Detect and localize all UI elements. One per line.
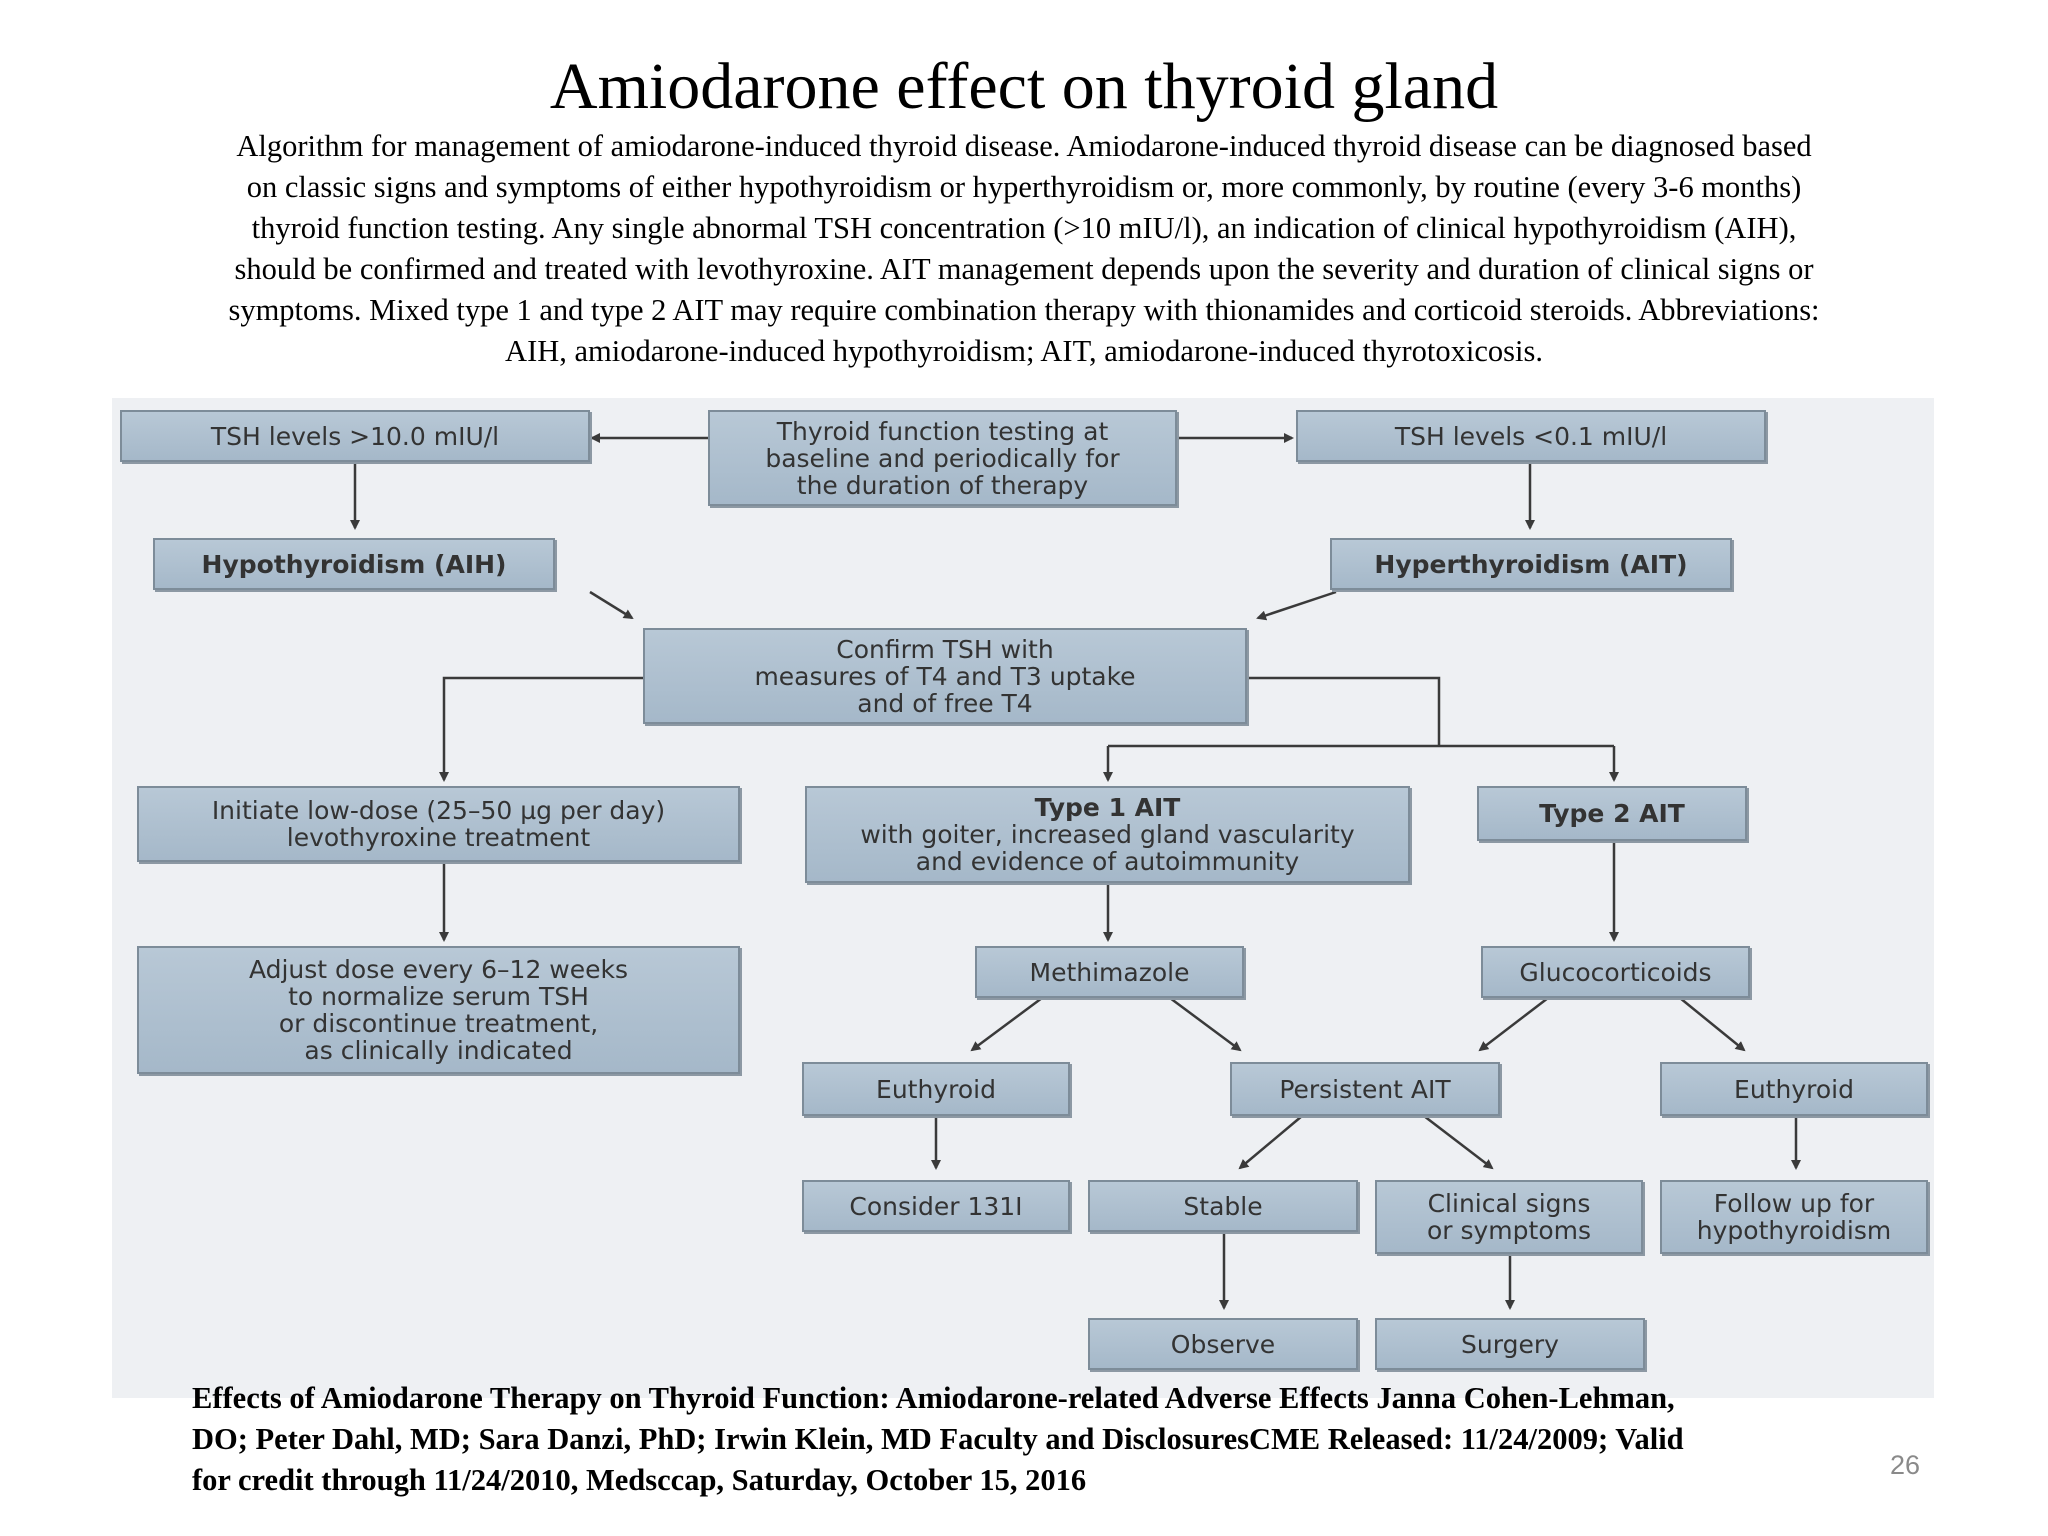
euthyroid-left-box: Euthyroid: [802, 1062, 1070, 1116]
box-text: Confirm TSH with: [836, 634, 1054, 664]
box-text: Euthyroid: [876, 1074, 996, 1104]
citation-footer: Effects of Amiodarone Therapy on Thyroid…: [192, 1378, 1892, 1501]
adjust-dose-box: Adjust dose every 6–12 weeks to normaliz…: [137, 946, 740, 1074]
box-text: TSH levels <0.1 mIU/l: [1394, 421, 1668, 451]
box-text: Hypothyroidism (AIH): [201, 549, 507, 579]
box-text: Adjust dose every 6–12 weeks: [248, 955, 629, 984]
box-text: or symptoms: [1426, 1216, 1592, 1245]
arrow-methimazole-to-euthyroid: [970, 996, 1043, 1052]
box-text: to normalize serum TSH: [288, 982, 589, 1011]
figure-caption: Algorithm for management of amiodarone-i…: [120, 126, 1928, 372]
box-text: Persistent AIT: [1279, 1074, 1451, 1104]
type1-ait-box: Type 1 AIT with goiter, increased gland …: [805, 786, 1410, 883]
box-text: and of free T4: [857, 688, 1033, 718]
box-text: hypothyroidism: [1696, 1216, 1892, 1245]
box-text: as clinically indicated: [304, 1036, 573, 1065]
hypothyroidism-box: Hypothyroidism (AIH): [153, 538, 555, 590]
box-text: Euthyroid: [1734, 1074, 1854, 1104]
caption-line: symptoms. Mixed type 1 and type 2 AIT ma…: [228, 293, 1820, 327]
box-text: Methimazole: [1029, 957, 1190, 987]
type2-ait-box: Type 2 AIT: [1477, 786, 1747, 841]
confirm-tsh-box: Confirm TSH with measures of T4 and T3 u…: [643, 628, 1247, 724]
caption-line: on classic signs and symptoms of either …: [246, 170, 1802, 204]
citation-line: DO; Peter Dahl, MD; Sara Danzi, PhD; Irw…: [192, 1422, 1684, 1456]
slide-title: Amiodarone effect on thyroid gland: [549, 50, 1499, 123]
arrow-gluco-to-persistent: [1478, 997, 1549, 1052]
persistent-ait-box: Persistent AIT: [1230, 1062, 1500, 1116]
thyroid-testing-box: Thyroid function testing at baseline and…: [708, 410, 1177, 506]
caption-line: thyroid function testing. Any single abn…: [251, 211, 1797, 245]
tsh-high-box: TSH levels >10.0 mIU/l: [120, 410, 590, 462]
citation-line: Effects of Amiodarone Therapy on Thyroid…: [192, 1381, 1675, 1415]
initiate-levothyroxine-box: Initiate low-dose (25–50 µg per day) lev…: [137, 786, 740, 862]
consider-iodine-box: Consider 131I: [802, 1180, 1070, 1232]
glucocorticoids-box: Glucocorticoids: [1481, 946, 1750, 998]
caption-line: AIH, amiodarone-induced hypothyroidism; …: [505, 334, 1543, 368]
box-text: Thyroid function testing at: [776, 416, 1109, 446]
box-text: levothyroxine treatment: [286, 823, 591, 852]
box-text: Observe: [1170, 1329, 1276, 1359]
stable-box: Stable: [1088, 1180, 1358, 1232]
box-text: measures of T4 and T3 uptake: [754, 661, 1136, 691]
page-number: 26: [1890, 1450, 1921, 1480]
follow-up-box: Follow up for hypothyroidism: [1660, 1180, 1928, 1254]
box-text: Stable: [1183, 1191, 1263, 1221]
citation-line: for credit through 11/24/2010, Medsccap,…: [192, 1463, 1087, 1497]
tsh-low-box: TSH levels <0.1 mIU/l: [1296, 410, 1766, 462]
box-text: TSH levels >10.0 mIU/l: [210, 421, 500, 451]
arrow-confirm-to-initiate: [439, 676, 643, 782]
euthyroid-right-box: Euthyroid: [1660, 1062, 1928, 1116]
arrow-hypo-to-confirm: [589, 590, 634, 620]
box-text: Type 2 AIT: [1539, 799, 1685, 828]
box-text: Hyperthyroidism (AIT): [1374, 549, 1688, 579]
caption-line: Algorithm for management of amiodarone-i…: [236, 129, 1812, 163]
surgery-box: Surgery: [1375, 1318, 1645, 1370]
box-text: Initiate low-dose (25–50 µg per day): [211, 796, 666, 825]
arrow-persistent-to-stable: [1238, 1115, 1303, 1170]
box-text: and evidence of autoimmunity: [915, 847, 1300, 876]
box-text: baseline and periodically for: [765, 443, 1120, 473]
arrow-hyper-to-confirm: [1256, 590, 1337, 621]
methimazole-box: Methimazole: [975, 946, 1244, 998]
box-text: or discontinue treatment,: [278, 1009, 599, 1038]
hyperthyroidism-box: Hyperthyroidism (AIT): [1330, 538, 1732, 590]
box-text: the duration of therapy: [796, 470, 1089, 500]
caption-line: should be confirmed and treated with lev…: [234, 252, 1814, 286]
arrow-gluco-to-euthyroid: [1679, 997, 1746, 1052]
box-text: Clinical signs: [1427, 1189, 1591, 1218]
box-text: Glucocorticoids: [1519, 957, 1712, 987]
connector-confirm-right: [1247, 676, 1441, 746]
box-text: with goiter, increased gland vascularity: [860, 820, 1355, 849]
box-text: Follow up for: [1713, 1189, 1875, 1218]
arrow-methimazole-to-persistent: [1169, 996, 1242, 1052]
arrow-persistent-to-clinical: [1423, 1115, 1494, 1170]
clinical-signs-box: Clinical signs or symptoms: [1375, 1180, 1643, 1254]
observe-box: Observe: [1088, 1318, 1358, 1370]
box-text: Consider 131I: [849, 1191, 1023, 1221]
box-text: Surgery: [1461, 1329, 1559, 1359]
box-text: Type 1 AIT: [1034, 793, 1181, 822]
